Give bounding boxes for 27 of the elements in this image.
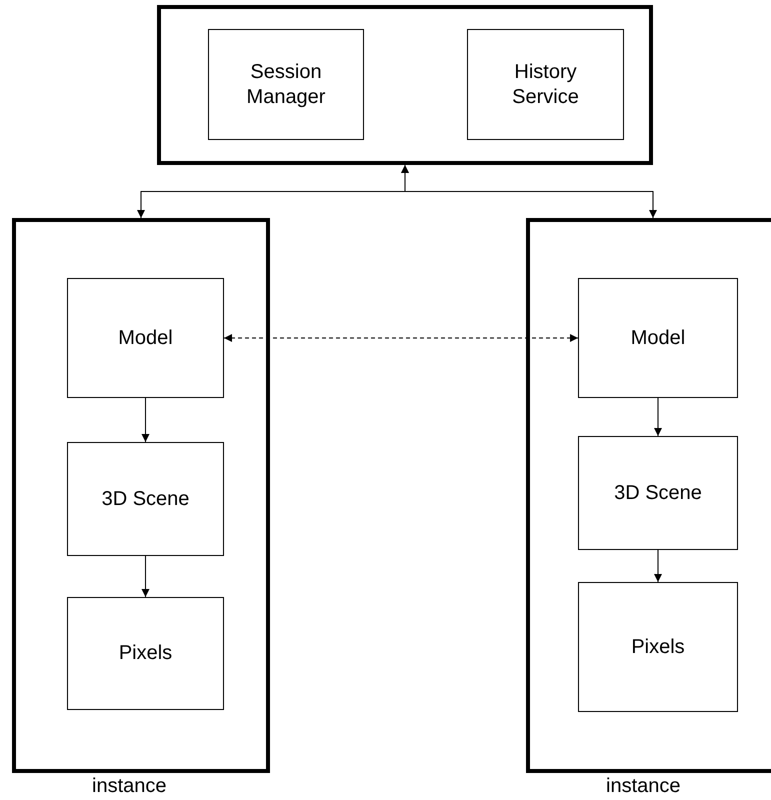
process-box (467, 29, 624, 140)
container-box (12, 218, 270, 773)
node-label: instance (92, 775, 166, 798)
box-label: Session Manager (246, 60, 326, 110)
dashed-arrow (224, 334, 578, 342)
box-label: 3D Scene (613, 480, 703, 506)
box-label: Pixels (630, 634, 686, 660)
arrow (142, 398, 150, 442)
arrow (401, 164, 657, 218)
arrow (142, 556, 150, 598)
node-label: instance (606, 775, 680, 798)
process-box (67, 442, 224, 556)
box-label: Model (117, 326, 174, 350)
process-box (578, 436, 738, 550)
container-box (157, 5, 653, 165)
process-box (578, 278, 738, 398)
box-label: Model (630, 326, 686, 350)
process-box (208, 29, 364, 140)
process-box (67, 278, 224, 398)
arrow (654, 550, 662, 582)
box-label: Pixels (118, 641, 174, 666)
arrow (654, 398, 662, 436)
box-label: 3D Scene (100, 486, 190, 512)
container-box (526, 218, 771, 773)
process-box (578, 582, 738, 712)
process-box (67, 597, 224, 710)
box-label: History Service (511, 60, 580, 110)
